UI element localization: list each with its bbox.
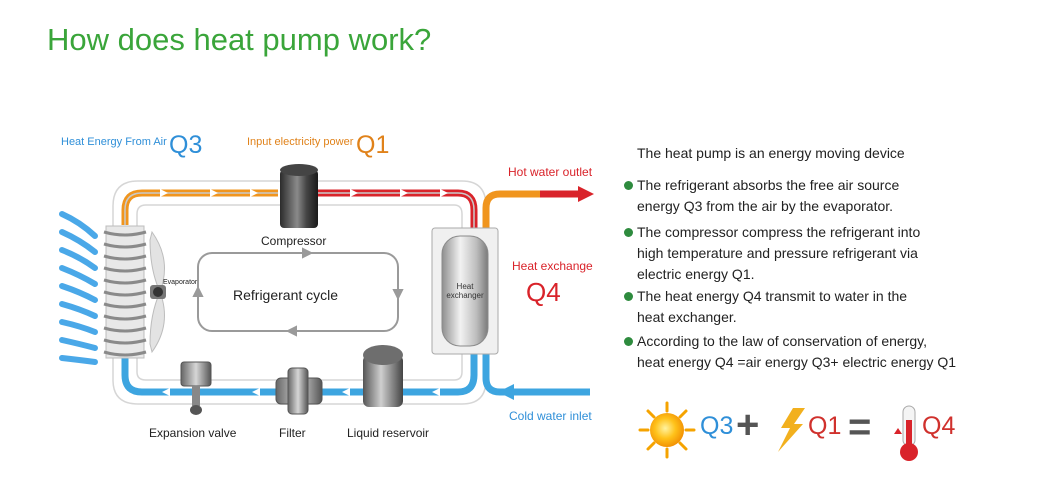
evaporator-label: Evaporator (163, 279, 198, 286)
expansion-valve-label: Expansion valve (149, 426, 237, 440)
filter-label: Filter (279, 426, 306, 440)
expansion-valve (180, 361, 212, 415)
equation-q3: Q3 (700, 412, 734, 440)
lightning-icon (778, 408, 805, 452)
heat-energy-air-label: Heat Energy From Air (61, 136, 167, 148)
equation-q1: Q1 (808, 412, 842, 440)
bullet-4-line-1: According to the law of conservation of … (637, 333, 928, 349)
cold-water-inlet-pipe (482, 352, 590, 400)
equation-equals: = (848, 405, 872, 449)
bullet-1-line-1: The refrigerant absorbs the free air sou… (637, 177, 900, 193)
bullet-1-line-2: energy Q3 from the air by the evaporator… (637, 198, 894, 214)
bullet-3-line-2: heat exchanger. (637, 309, 737, 325)
bullet-4-line-2: heat energy Q4 =air energy Q3+ electric … (637, 354, 957, 370)
air-flow-arrows (59, 211, 98, 365)
heat-exchanger-label-line2: exchanger (446, 291, 484, 300)
liquid-reservoir (363, 345, 403, 407)
bullet-2-line-2: high temperature and pressure refrigeran… (637, 245, 918, 261)
evaporator-coil (103, 225, 147, 359)
heat-exchanger-label-line1: Heat (457, 282, 475, 291)
liquid-reservoir-label: Liquid reservoir (347, 426, 429, 440)
refrigerant-cycle-loop (192, 247, 404, 337)
bullet-2-line-3: electric energy Q1. (637, 266, 755, 282)
bullet-dot-icon (624, 292, 633, 301)
hot-water-outlet-pipe (482, 186, 594, 232)
equation-plus: + (736, 403, 760, 447)
filter (275, 367, 323, 415)
description-heading: The heat pump is an energy moving device (637, 145, 905, 161)
heat-exchange-label: Heat exchange (512, 259, 593, 273)
q4-label: Q4 (526, 277, 561, 307)
q3-label: Q3 (169, 131, 202, 159)
equation-q4: Q4 (922, 412, 956, 440)
fan (149, 230, 166, 354)
bullet-3-line-1: The heat energy Q4 transmit to water in … (637, 288, 908, 304)
thermometer-icon (894, 405, 918, 461)
q1-label: Q1 (356, 131, 389, 159)
refrigerant-cycle-label: Refrigerant cycle (233, 287, 338, 303)
cold-water-inlet-label: Cold water inlet (509, 409, 592, 423)
bullet-2-line-1: The compressor compress the refrigerant … (637, 224, 921, 240)
bullet-dot-icon (624, 337, 633, 346)
sun-icon (638, 401, 696, 459)
hot-water-outlet-label: Hot water outlet (508, 165, 593, 179)
bullet-dot-icon (624, 228, 633, 237)
compressor (280, 164, 318, 228)
bullet-dot-icon (624, 181, 633, 190)
compressor-label: Compressor (261, 234, 326, 248)
page-title: How does heat pump work? (47, 22, 432, 57)
heat-exchanger-tank (431, 227, 499, 355)
input-power-label: Input electricity power (247, 136, 354, 148)
